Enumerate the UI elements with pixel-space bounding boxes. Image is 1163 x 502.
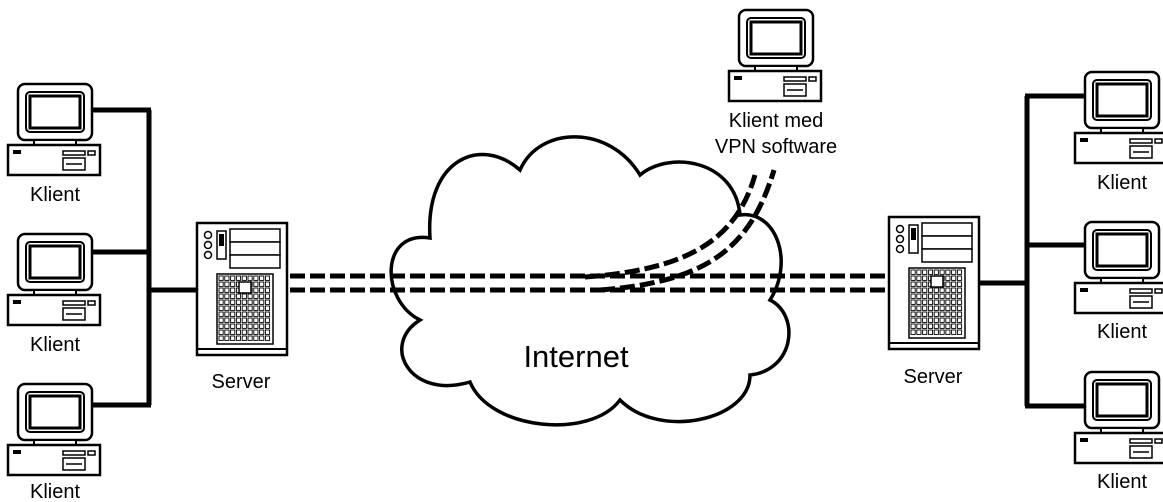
desktop-computer-icon <box>1073 220 1163 315</box>
client-right-2: Klient <box>1073 220 1163 343</box>
client-left-3: Klient <box>6 382 102 502</box>
vpn-tunnel-line <box>599 169 777 293</box>
cloud-icon <box>389 135 791 427</box>
client-label: Klient <box>30 184 80 206</box>
desktop-computer-icon <box>6 382 102 477</box>
desktop-computer-icon <box>1073 70 1163 165</box>
client-label: Klient <box>30 334 80 356</box>
vpn-client: Klient med VPN software <box>715 8 837 158</box>
server-label: Server <box>212 371 271 393</box>
client-right-3: Klient <box>1073 370 1163 493</box>
server-label: Server <box>904 366 963 388</box>
desktop-computer-icon <box>1073 370 1163 465</box>
desktop-computer-icon <box>727 8 823 103</box>
client-label: Klient <box>1097 172 1147 194</box>
vpn-client-label-line2: VPN software <box>715 136 837 158</box>
left-lan-bus <box>92 107 200 408</box>
server-right: Server <box>887 215 981 388</box>
desktop-computer-icon <box>6 82 102 177</box>
vpn-tunnels <box>290 169 885 293</box>
client-left-2: Klient <box>6 232 102 356</box>
server-left: Server <box>195 221 289 393</box>
client-label: Klient <box>30 481 80 502</box>
client-left-1: Klient <box>6 82 102 206</box>
client-label: Klient <box>1097 321 1147 343</box>
internet-label: Internet <box>523 339 629 374</box>
vpn-client-label-line1: Klient med <box>729 110 824 132</box>
server-drive-grid <box>216 273 274 345</box>
vpn-tunnel-line <box>584 174 758 280</box>
client-right-1: Klient <box>1073 70 1163 194</box>
server-drive-grid <box>908 267 966 339</box>
right-lan-bus <box>977 93 1085 409</box>
desktop-computer-icon <box>6 232 102 327</box>
internet-cloud: Internet <box>389 135 791 427</box>
client-label: Klient <box>1097 471 1147 493</box>
